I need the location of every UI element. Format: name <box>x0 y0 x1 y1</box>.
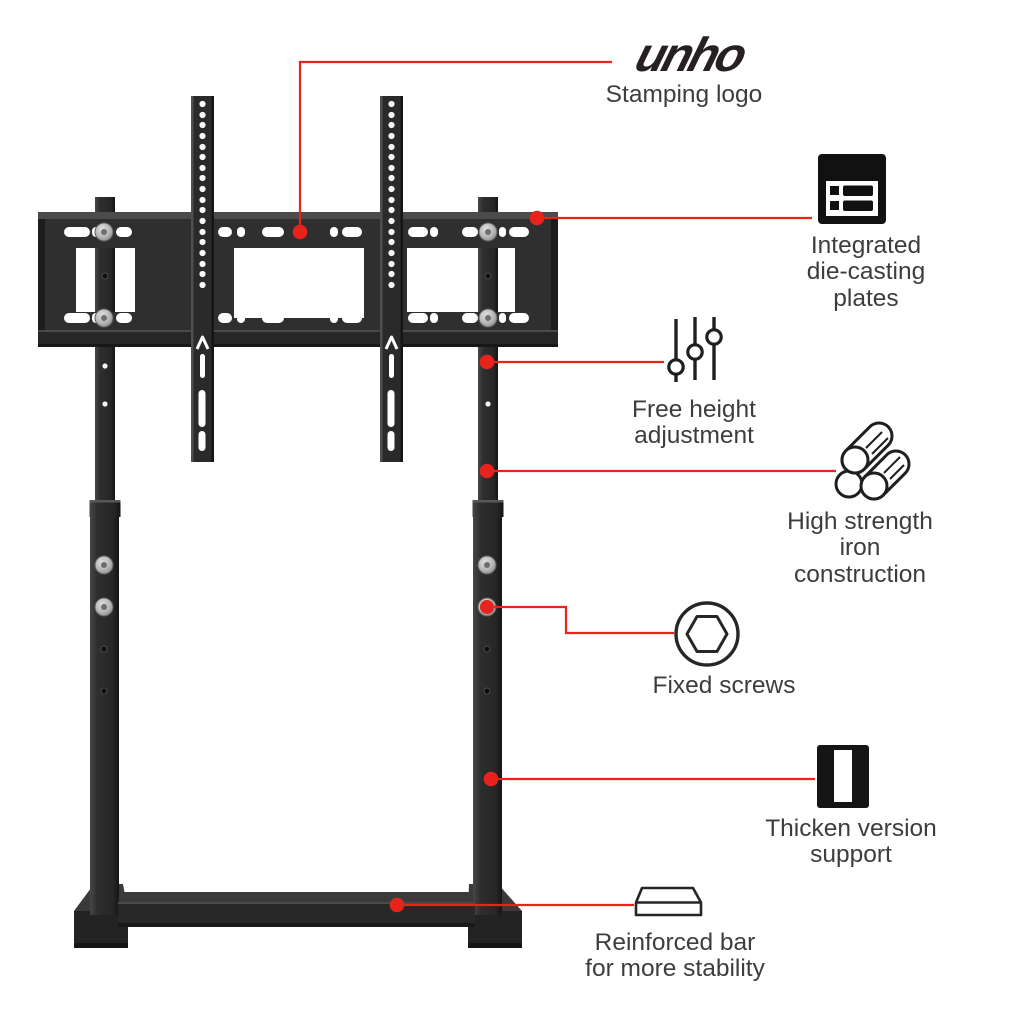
hex-screw-icon <box>674 601 740 667</box>
callout-label-iron-construction: High strength iron construction <box>787 508 933 588</box>
callout-lines <box>298 60 836 907</box>
vesa-rail-right <box>380 96 403 462</box>
plates-icon <box>818 154 886 224</box>
pipes-icon <box>834 421 911 501</box>
callout-label-die-casting-plates: Integrated die-casting plates <box>806 232 926 312</box>
callout-label-reinforced-bar: Reinforced bar for more stability <box>585 929 765 983</box>
brand-logo-text: unho <box>629 29 751 82</box>
support-icon <box>817 745 869 808</box>
callout-label-fixed-screws: Fixed screws <box>652 672 796 699</box>
callout-label-thicken-support: Thicken version support <box>765 815 937 869</box>
callout-label-stamping-logo: Stamping logo <box>605 81 763 108</box>
mounting-plate <box>38 212 558 347</box>
plate-slots-bottom <box>64 313 529 323</box>
stand-leg-right <box>472 197 504 915</box>
callout-dots <box>292 210 545 913</box>
bar-icon <box>634 886 703 917</box>
stand-leg-left <box>89 197 121 915</box>
callout-label-height-adjustment: Free height adjustment <box>632 396 756 450</box>
stand-crossbar <box>118 892 475 927</box>
plate-screws <box>94 222 498 328</box>
sliders-icon <box>667 317 723 382</box>
brand-logo: unho <box>630 28 750 83</box>
vesa-rail-left <box>191 96 214 462</box>
plate-slots-top <box>64 227 529 237</box>
